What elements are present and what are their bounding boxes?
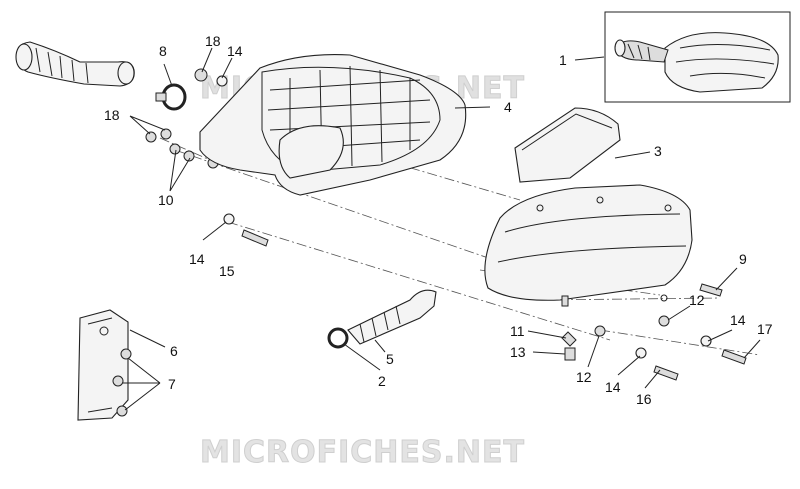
fasteners-top xyxy=(145,68,228,169)
callout-1: 1 xyxy=(559,52,567,68)
callout-14-right: 14 xyxy=(730,312,746,328)
callout-16: 16 xyxy=(636,391,652,407)
callout-8: 8 xyxy=(159,43,167,59)
callout-14-top: 14 xyxy=(227,43,243,59)
air-box-cover xyxy=(484,184,693,307)
callout-13: 13 xyxy=(510,344,526,360)
callout-6: 6 xyxy=(170,343,178,359)
callout-3: 3 xyxy=(654,143,662,159)
callout-15: 15 xyxy=(219,263,235,279)
callout-11: 11 xyxy=(510,323,525,339)
callout-18-top: 18 xyxy=(205,33,221,49)
callout-14-left: 14 xyxy=(189,251,205,267)
leader-lines xyxy=(122,47,761,411)
intake-duct xyxy=(15,41,135,87)
hose-clamp-8 xyxy=(155,83,187,111)
callout-5: 5 xyxy=(386,351,394,367)
callout-4: 4 xyxy=(504,99,512,115)
air-box-base-4 xyxy=(199,54,467,196)
snorkel-5 xyxy=(327,289,437,349)
watermark-bottom: MICROFICHES.NET xyxy=(200,435,525,470)
callout-18-left: 18 xyxy=(104,107,120,123)
callout-17: 17 xyxy=(757,321,773,337)
filter-element-3 xyxy=(514,107,621,183)
screws-and-washers xyxy=(223,213,747,381)
assembly-inset xyxy=(604,11,791,103)
callout-10: 10 xyxy=(158,192,174,208)
bracket-6 xyxy=(77,309,132,421)
callout-14-bottom: 14 xyxy=(605,379,621,395)
callout-9: 9 xyxy=(739,251,747,267)
callout-12-bottom: 12 xyxy=(576,369,592,385)
callout-2: 2 xyxy=(378,373,386,389)
callout-7: 7 xyxy=(168,376,176,392)
callout-12-right: 12 xyxy=(689,292,705,308)
assembly-centerlines xyxy=(159,111,761,356)
